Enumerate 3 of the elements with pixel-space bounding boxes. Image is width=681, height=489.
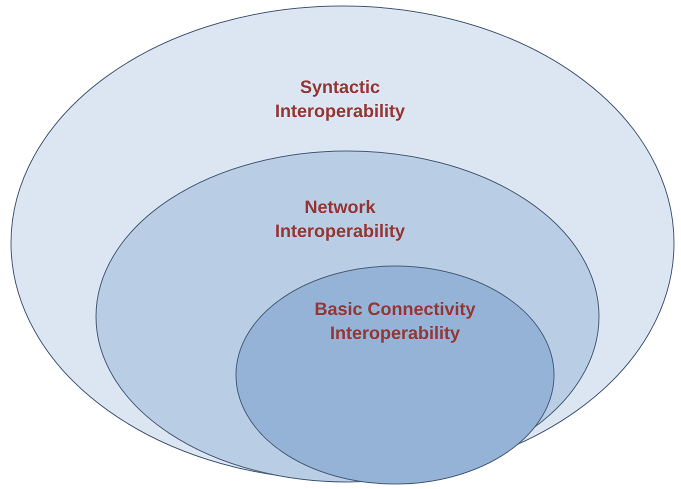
layer-label: Network Interoperability [274,196,406,243]
layer-label: Syntactic Interoperability [274,76,406,123]
layer-label: Basic Connectivity Interoperability [313,298,477,345]
